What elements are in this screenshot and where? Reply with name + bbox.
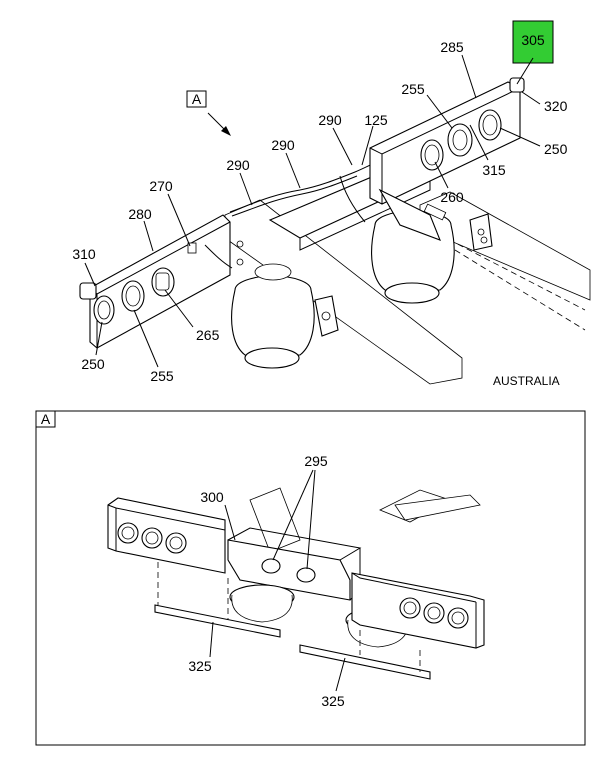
callout-305: 305 <box>521 32 545 48</box>
top-illustration: A 305 285 320 255 250 315 260 290 125 29… <box>72 20 591 388</box>
callout-250-bottom: 250 <box>81 356 105 372</box>
air-spring-right <box>371 210 455 304</box>
callout-290-mid: 290 <box>271 137 295 153</box>
region-note: AUSTRALIA <box>493 374 560 388</box>
callout-285: 285 <box>440 39 464 55</box>
callout-300: 300 <box>200 489 224 505</box>
air-spring-left <box>231 263 315 369</box>
mudguard-bar-left <box>79 214 244 349</box>
callout-270: 270 <box>149 178 173 194</box>
detail-bar-left <box>107 497 226 574</box>
mudguard-bar-right <box>369 77 525 205</box>
callout-320: 320 <box>544 98 568 114</box>
detail-view-a: A <box>35 410 586 746</box>
callout-260: 260 <box>440 189 464 205</box>
view-marker-box <box>186 90 207 108</box>
view-marker-letter: A <box>192 91 202 107</box>
mudflap-strip-left <box>154 604 281 638</box>
callout-315: 315 <box>482 162 506 178</box>
callout-310: 310 <box>72 246 96 262</box>
callout-125: 125 <box>364 112 388 128</box>
detail-label-box <box>35 410 56 428</box>
callout-290-center: 290 <box>318 112 342 128</box>
callout-255-top: 255 <box>401 81 425 97</box>
callout-280: 280 <box>128 206 152 222</box>
callout-265: 265 <box>196 327 220 343</box>
callout-295: 295 <box>304 453 328 469</box>
detail-label-letter: A <box>41 411 51 427</box>
highlight-305 <box>512 20 554 64</box>
callout-325-right: 325 <box>321 693 345 709</box>
callout-290-left: 290 <box>226 157 250 173</box>
mudflap-strip-right <box>299 644 431 680</box>
callout-250-top: 250 <box>544 141 568 157</box>
callout-325-left: 325 <box>188 658 212 674</box>
detail-frame <box>35 410 586 746</box>
callout-255-bottom: 255 <box>150 368 174 384</box>
